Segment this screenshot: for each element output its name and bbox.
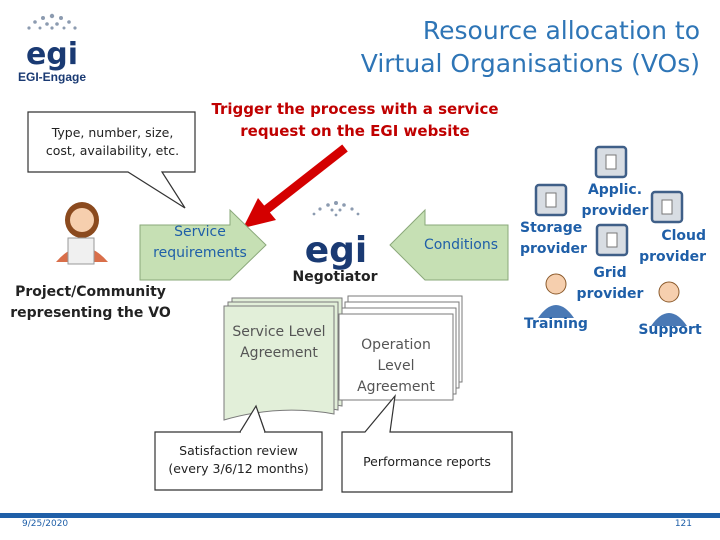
support-label: Support <box>638 322 702 338</box>
conditions-label: Conditions <box>423 237 499 253</box>
service-requirements-arrow <box>139 208 267 281</box>
server-icons <box>534 145 684 257</box>
sla-line-2: Agreement <box>240 345 318 361</box>
slide-title: Resource allocation to Virtual Organisat… <box>280 14 700 80</box>
cloud-provider-label: Cloud provider <box>638 226 706 268</box>
trigger-arrow <box>243 144 348 228</box>
sla-document-stack <box>223 297 343 421</box>
grid-line-1: Grid <box>593 265 627 281</box>
project-line-1: Project/Community <box>15 284 166 300</box>
title-line-2: Virtual Organisations (VOs) <box>360 49 700 78</box>
performance-text: Performance reports <box>363 454 491 469</box>
grid-line-2: provider <box>576 286 644 302</box>
egi-logo-wordmark: egi <box>26 37 78 72</box>
request-details-text: Type, number, size, cost, availability, … <box>30 124 195 160</box>
applic-line-2: provider <box>581 203 649 219</box>
request-details-line-1: Type, number, size, <box>51 125 174 140</box>
project-community-label: Project/Community representing the VO <box>8 282 173 324</box>
footer-page-number: 121 <box>674 519 692 529</box>
trigger-line-2: request on the EGI website <box>240 122 470 140</box>
project-line-2: representing the VO <box>10 305 171 321</box>
egi-logo: egi <box>12 10 92 90</box>
conditions-arrow <box>389 208 509 281</box>
ola-line-2: Level <box>377 358 415 374</box>
satisfaction-text: Satisfaction review (every 3/6/12 months… <box>155 442 322 478</box>
egi-logo-icon: egi <box>26 13 78 72</box>
applic-provider-label: Applic. provider <box>580 180 650 222</box>
trigger-text: Trigger the process with a service reque… <box>205 98 505 142</box>
cloud-line-1: Cloud <box>661 228 706 244</box>
performance-callout <box>341 394 513 493</box>
center-egi-logo: egi <box>305 201 368 271</box>
footer-date: 9/25/2020 <box>22 519 69 529</box>
ola-line-1: Operation <box>361 337 431 353</box>
storage-provider-label: Storage provider <box>520 218 590 260</box>
request-details-line-2: cost, availability, etc. <box>45 143 180 158</box>
title-line-1: Resource allocation to <box>422 16 700 45</box>
training-label: Training <box>524 316 588 332</box>
service-requirements-line-2: requirements <box>153 245 247 261</box>
storage-line-1: Storage <box>520 220 583 236</box>
satisfaction-line-2: (every 3/6/12 months) <box>168 461 309 476</box>
ola-line-3: Agreement <box>357 379 435 395</box>
service-requirements-label: Service requirements <box>140 222 260 264</box>
sla-label: Service Level Agreement <box>224 322 334 364</box>
footer-bar <box>0 513 720 518</box>
service-requirements-line-1: Service <box>174 224 226 240</box>
satisfaction-line-1: Satisfaction review <box>179 443 298 458</box>
trigger-line-1: Trigger the process with a service <box>211 100 499 118</box>
center-egi-wordmark: egi <box>305 230 368 271</box>
support-person-icon <box>651 281 687 326</box>
request-details-callout <box>27 111 196 209</box>
egi-engage-label: EGI-Engage <box>17 70 86 84</box>
ola-document-stack <box>338 295 463 401</box>
ola-label: Operation Level Agreement <box>339 335 453 398</box>
cloud-line-2: provider <box>639 249 706 265</box>
storage-line-2: provider <box>520 241 587 257</box>
training-person-icon <box>538 273 574 318</box>
applic-line-1: Applic. <box>587 182 643 198</box>
sla-line-1: Service Level <box>232 324 326 340</box>
woman-avatar-icon <box>56 202 108 265</box>
grid-provider-label: Grid provider <box>572 263 648 305</box>
negotiator-label: Negotiator <box>292 269 378 285</box>
